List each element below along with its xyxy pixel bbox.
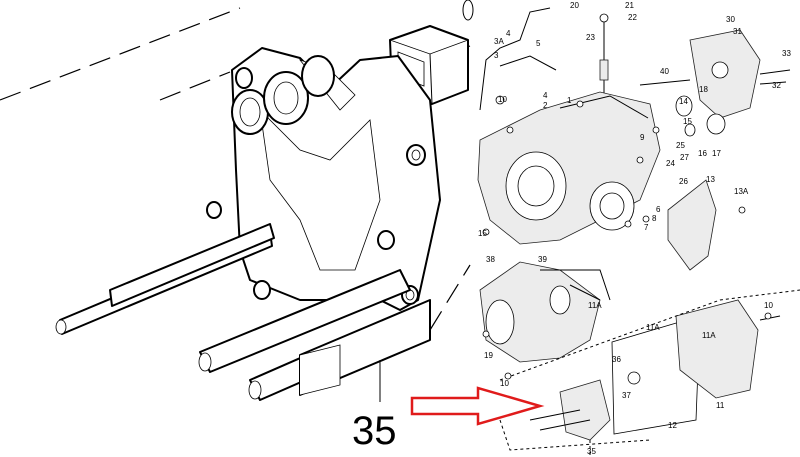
callout-label: 22 [628,13,637,22]
callout-label: 7 [644,223,649,232]
callout-label: 21 [625,1,634,10]
callout-label: 10 [764,301,773,310]
callout-label: 31 [733,27,742,36]
callout-label: 35 [587,447,596,456]
callout-label: 6 [656,205,661,214]
callout-label: 39 [538,255,547,264]
callout-label: 11A [646,323,660,332]
callout-label: 32 [772,81,781,90]
callout-label: 26 [679,177,688,186]
callout-label: 5 [536,39,541,48]
callout-label: 23 [586,33,595,42]
callout-label: 30 [726,15,735,24]
callout-label: 12 [668,421,677,430]
callout-label: 25 [676,141,685,150]
callout-label: 13 [706,175,715,184]
red-pointer-arrow [410,386,545,426]
callout-label: 10 [498,95,507,104]
callout-label: 16 [698,149,707,158]
callout-label: 2 [543,101,548,110]
callout-label: 4 [506,29,511,38]
callout-label: 3 [494,51,499,60]
callout-label: 13A [734,187,749,196]
bracket-number-label: 35 [352,409,397,453]
callout-labels: 3A 3 4 5 4 2 1 10 20 21 22 23 30 31 32 3… [478,1,791,456]
callout-label: 3A [494,37,504,46]
callout-label: 10 [500,379,509,388]
callout-label: 8 [652,214,657,223]
callout-label: 20 [570,1,579,10]
callout-label: 15 [683,117,692,126]
callout-label: 33 [782,49,791,58]
callout-label: 11A [702,331,716,340]
callout-label: 14 [679,97,688,106]
callout-label: 17 [712,149,721,158]
transmission-exploded-view [477,7,800,456]
callout-label: 18 [699,85,708,94]
callout-label: 1 [567,96,572,105]
bracket-35-enlarged [0,0,474,402]
callout-label: 15 [478,229,487,238]
callout-label: 37 [622,391,631,400]
callout-label: 19 [484,351,493,360]
callout-label: 9 [640,133,645,142]
callout-label: 11 [716,401,725,410]
callout-label: 24 [666,159,675,168]
callout-label: 40 [660,67,669,76]
callout-label: 38 [486,255,495,264]
callout-label: 27 [680,153,689,162]
callout-label: 4 [543,91,548,100]
callout-label: 36 [612,355,621,364]
callout-label: 11A [588,301,602,310]
